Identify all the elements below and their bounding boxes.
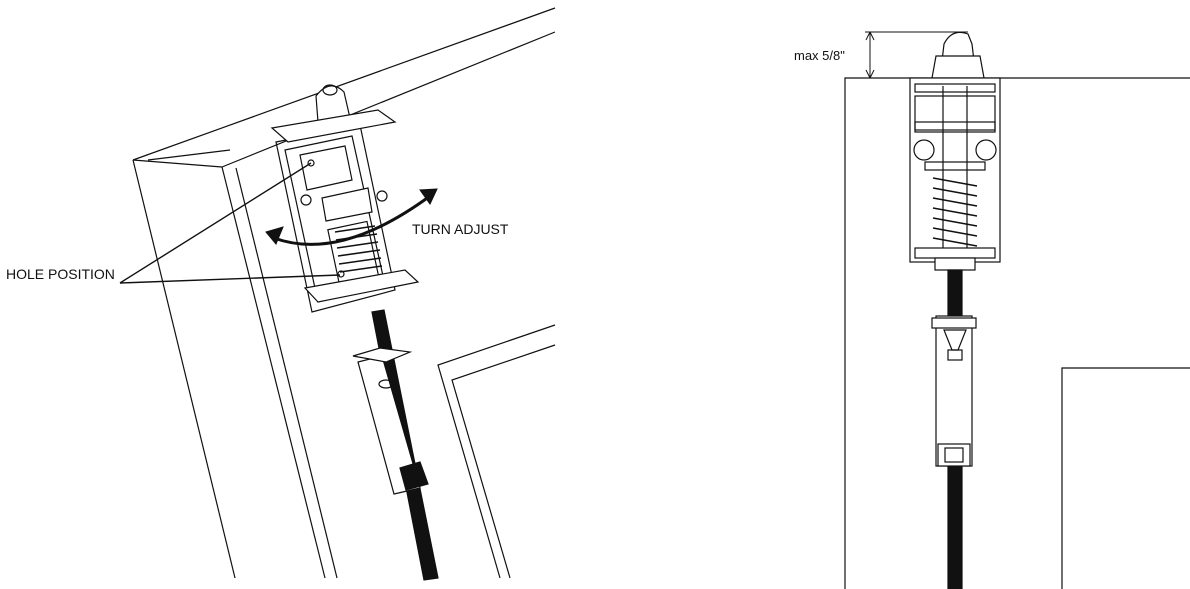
- top-cap: [931, 31, 985, 79]
- hinge-housing: [909, 77, 1001, 271]
- isometric-view: [119, 7, 556, 581]
- turn-adjust-arrow: [265, 188, 438, 246]
- inner-panel: [437, 324, 556, 579]
- door-frame-outline: [132, 7, 556, 579]
- turn-adjust-label: TURN ADJUST: [412, 221, 509, 237]
- max-dimension-lines: [865, 31, 968, 79]
- front-view: [844, 31, 1190, 589]
- threaded-rod-front: [947, 269, 963, 589]
- door-outline: [844, 77, 1190, 589]
- hole-position-label: HOLE POSITION: [6, 266, 115, 282]
- max-dimension-label: max 5/8": [794, 48, 845, 63]
- hole-position-leaders: [119, 162, 341, 284]
- connector-block: [352, 347, 429, 495]
- connector-block-front: [931, 315, 977, 467]
- hinge-mechanism: [270, 84, 420, 313]
